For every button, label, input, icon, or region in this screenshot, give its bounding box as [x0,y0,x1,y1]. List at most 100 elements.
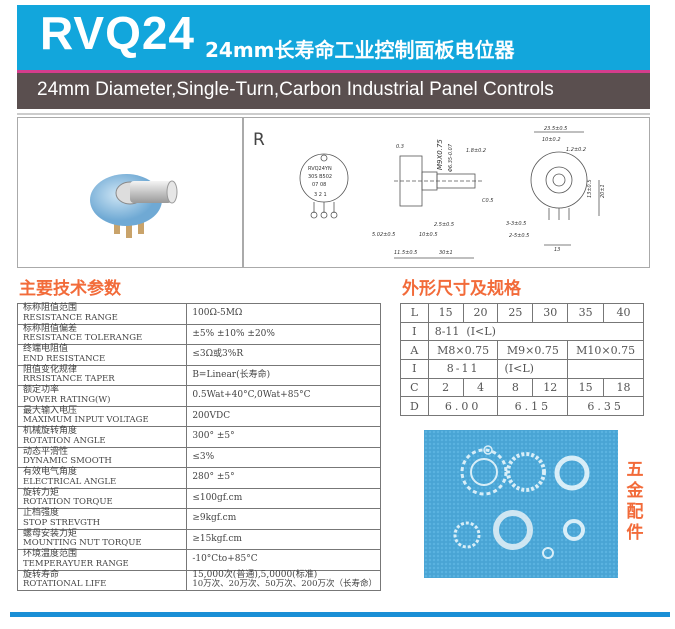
type-label: R [253,130,265,150]
dim-label: 1.2±0.2 [566,147,586,153]
spec-name-cn: 旋转寿命 [23,569,60,580]
dimension-drawing-panel: R RVQ24YN 30S B502 07 08 3 2 1 0.3 M9X0.… [243,117,650,268]
dim-label: Φ6.35-0.07 [448,143,454,172]
spec-name-cn: 有效电气角度 [23,467,78,478]
spec-value-cell: 0.5Wat+40°C,0Wat+85°C [186,385,381,407]
dim-label: 3-3±0.5 [506,221,526,227]
spec-name-en: ROTATION ANGLE [23,435,106,446]
spec-name-en: RRSISTANCE TAPER [23,374,115,385]
spec-value: ≥15kgf.cm [192,533,242,544]
cell: 12 [532,377,569,398]
dimension-drawing: R RVQ24YN 30S B502 07 08 3 2 1 0.3 M9X0.… [253,126,606,259]
marking-line: 07 08 [312,182,326,188]
spec-name-en: DYNAMIC SMOOTH [23,456,112,467]
specs-heading: 主要技术参数 [19,279,121,299]
spec-name-en: TEMPERAYUER RANGE [23,558,129,569]
spec-value-cell: 200VDC [186,405,381,427]
cell: 8-11 [427,359,499,379]
cell: 40 [603,303,644,323]
dim-label: 2-5±0.5 [509,233,529,239]
spec-value: B=Linear(长寿命) [192,369,271,380]
cell: M10×0.75 [567,340,644,361]
product-photo-panel [17,117,243,268]
spec-value: ≥9kgf.cm [192,513,237,523]
dim-label: 1.8±0.2 [466,148,486,154]
cell [567,359,644,379]
cell: 18 [603,377,644,398]
dim-label: 13 [554,247,560,253]
cell: 25 [497,303,534,323]
cell: 2 [427,377,464,398]
front-marking: RVQ24YN 30S B502 07 08 3 2 1 [308,166,332,198]
spec-name-en: RESISTANCE RANGE [23,312,118,323]
spec-value: ≤3% [192,451,215,462]
cell: 4 [462,377,499,398]
spec-name-cn: 止档强度 [23,508,60,519]
potentiometer-photo [90,174,178,238]
cell: 15 [567,377,605,398]
cell: 6.00 [427,396,499,417]
row-label: A [400,340,429,361]
header-banner [17,5,650,70]
dim-label: 5.02±0.5 [372,232,395,238]
spec-name-en: ELECTRICAL ANGLE [23,476,117,487]
spec-value-cell: ≥9kgf.cm [186,508,381,530]
dim-label: 13±0.5 [587,179,593,198]
spec-name-en: ROTATION TORQUE [23,497,113,508]
row-label: I [400,321,429,342]
spec-name-en: END RESISTANCE [23,353,106,364]
spec-value-cell: 280° ±5° [186,467,381,489]
cell: 6.35 [567,396,644,417]
cell: M8×0.75 [427,340,499,361]
spec-name-cn: 标称阻值偏差 [23,323,78,334]
spec-value: ≤100gf.cm [192,492,243,503]
spec-value: ±5% ±10% ±20% [192,328,275,339]
dim-label: 30±1 [439,250,453,256]
spec-value: 200VDC [192,410,231,421]
spec-value-2: 10万次、20万次、50万次、200万次（长寿命） [192,579,377,590]
cell: 6.15 [497,396,569,417]
spec-value: 280° ±5° [192,472,235,482]
row-label: I [400,359,429,379]
accent-line [17,70,650,73]
dim-label: 10±0.2 [542,137,561,143]
dim-label: 20±1 [600,184,606,198]
spec-value-cell: ≤3Ω或3%R [186,344,381,366]
cell: 15 [427,303,464,323]
spec-name-cn: 标称阻值范围 [23,303,78,314]
spec-value-cell: ≥15kgf.cm [186,528,381,550]
chinese-title: 24mm长寿命工业控制面板电位器 [205,38,515,62]
dim-label: C0.5 [482,198,493,204]
dimensions-heading: 外形尺寸及规格 [402,279,521,299]
marking-line: 30S B502 [308,174,332,180]
row-label: L [400,303,429,323]
cell: (I<L) [497,359,569,379]
spec-name-en: ROTATIONAL LIFE [23,579,107,590]
washers-and-nuts-image [453,445,590,559]
spec-value-cell: ±5% ±10% ±20% [186,323,381,345]
dim-label: 23.5±0.5 [544,126,567,132]
hardware-photo [424,430,618,578]
spec-value-cell: ≤3% [186,446,381,468]
spec-value-cell: ≤100gf.cm [186,487,381,509]
spec-name-cn: 机械旋转角度 [23,426,78,437]
spec-name-en: STOP STREVGTH [23,517,100,528]
